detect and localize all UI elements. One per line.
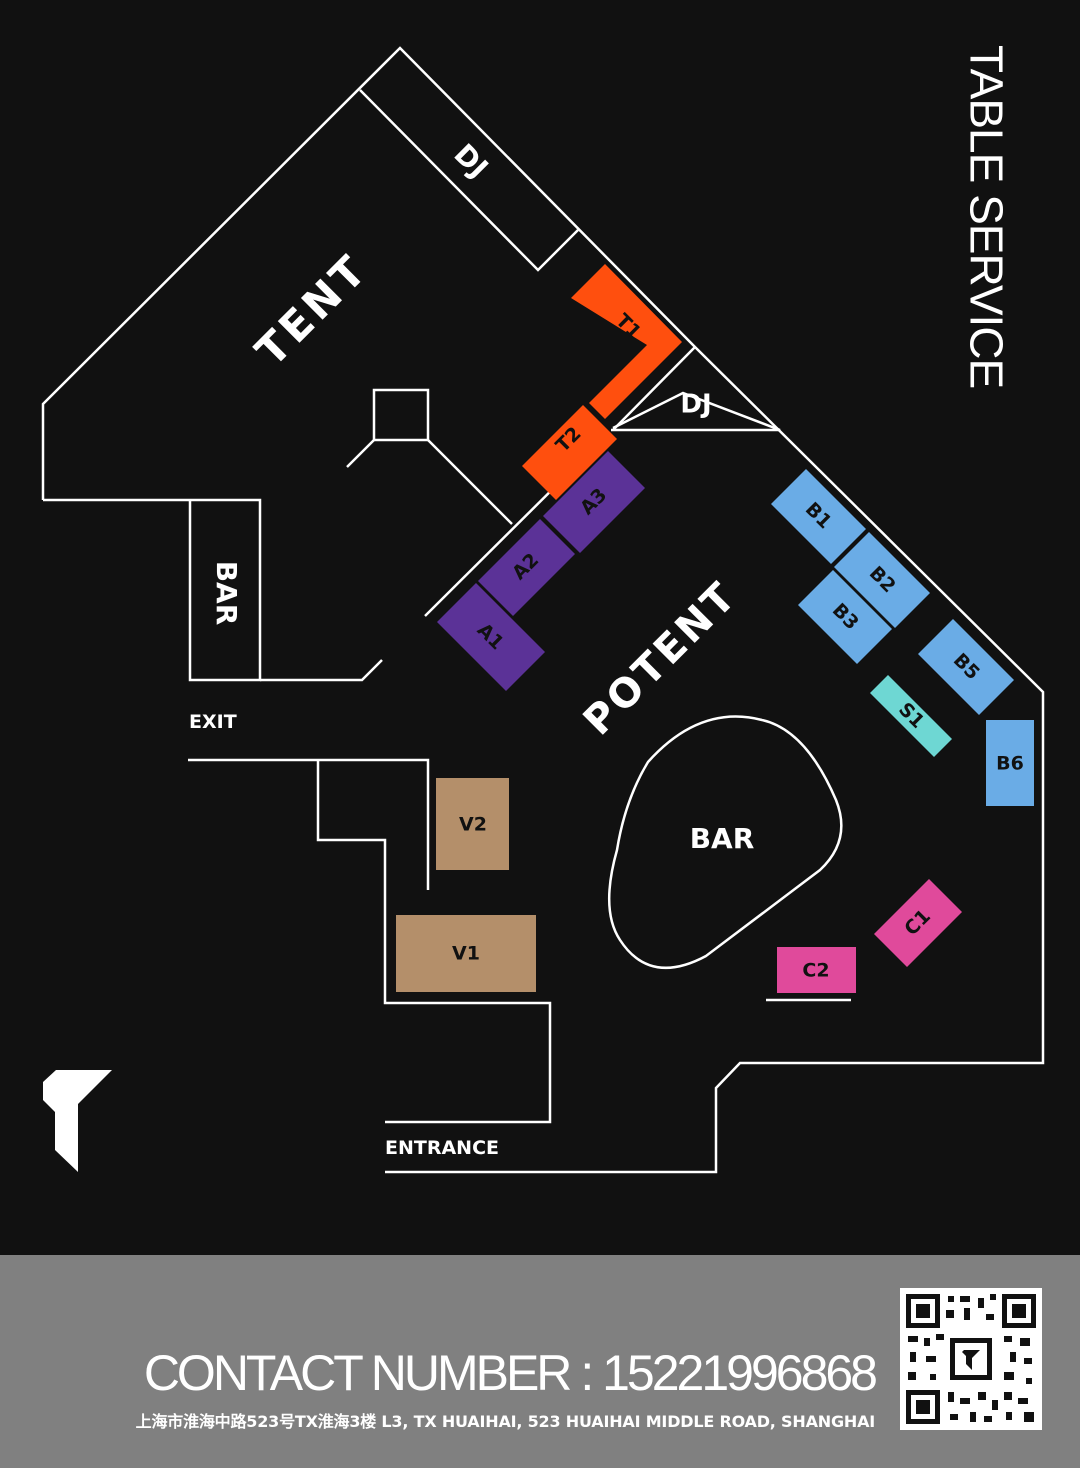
venue-address: 上海市淮海中路523号TX淮海3楼 L3, TX HUAIHAI, 523 HU… <box>135 1412 876 1431</box>
center-bar-outline <box>608 715 843 970</box>
area-tent: TENT <box>246 244 378 376</box>
pillar-edge-left <box>346 439 375 468</box>
table-A2[interactable] <box>478 519 575 616</box>
table-C1[interactable] <box>874 879 962 967</box>
table-S1[interactable] <box>870 675 952 757</box>
qr-code-graphic <box>900 1288 1042 1430</box>
contact-number[interactable]: 15221996868 <box>602 1345 878 1401</box>
corridor-bottom <box>316 760 552 1124</box>
area-exit: EXIT <box>189 711 237 733</box>
pillar-edge-right <box>427 439 513 525</box>
table-A3[interactable] <box>543 451 645 553</box>
contact-line: CONTACT NUMBER : 15221996868 <box>0 1338 878 1408</box>
table-T2[interactable] <box>522 405 617 500</box>
dj-booth-mid <box>611 391 781 432</box>
area-bar-left: BAR <box>210 561 243 626</box>
area-entrance: ENTRANCE <box>385 1137 499 1159</box>
table-A1[interactable] <box>437 583 545 691</box>
tent-pillar <box>372 388 430 442</box>
contact-separator: : <box>569 1345 603 1401</box>
table-T1[interactable] <box>571 264 682 419</box>
area-dj-top: DJ <box>447 137 494 184</box>
label-C2: C2 <box>802 960 829 982</box>
table-B6[interactable] <box>986 720 1034 806</box>
contact-label: CONTACT NUMBER <box>143 1345 573 1401</box>
table-B5[interactable] <box>918 619 1014 715</box>
table-B2[interactable] <box>834 532 930 628</box>
table-B1[interactable] <box>771 469 866 564</box>
area-dj-mid: DJ <box>680 390 711 420</box>
label-V1: V1 <box>452 943 480 965</box>
corridor-top <box>188 758 430 890</box>
outer-wall <box>41 46 1045 1174</box>
table-V1[interactable] <box>396 915 536 992</box>
table-V2[interactable] <box>436 778 509 870</box>
table-B3[interactable] <box>798 570 892 664</box>
qr-code-icon[interactable] <box>900 1288 1042 1430</box>
dj-booth-top <box>359 89 579 272</box>
brand-logo-icon <box>43 1070 112 1172</box>
table-C2[interactable] <box>777 947 856 993</box>
dj-mid-edge <box>612 346 696 431</box>
left-bar-exit-wall <box>260 659 383 682</box>
map-canvas: T1 T2 A1 A2 A3 B1 B2 B3 B5 B6 S1 C1 C2 V… <box>41 45 1045 1174</box>
area-bar-center: BAR <box>690 822 755 855</box>
page-title: TABLE SERVICE <box>960 45 1012 388</box>
tables <box>396 264 1034 993</box>
label-B6: B6 <box>996 753 1024 775</box>
label-V2: V2 <box>459 814 487 836</box>
venue-map: T1 T2 A1 A2 A3 B1 B2 B3 B5 B6 S1 C1 C2 V… <box>41 45 1045 1174</box>
